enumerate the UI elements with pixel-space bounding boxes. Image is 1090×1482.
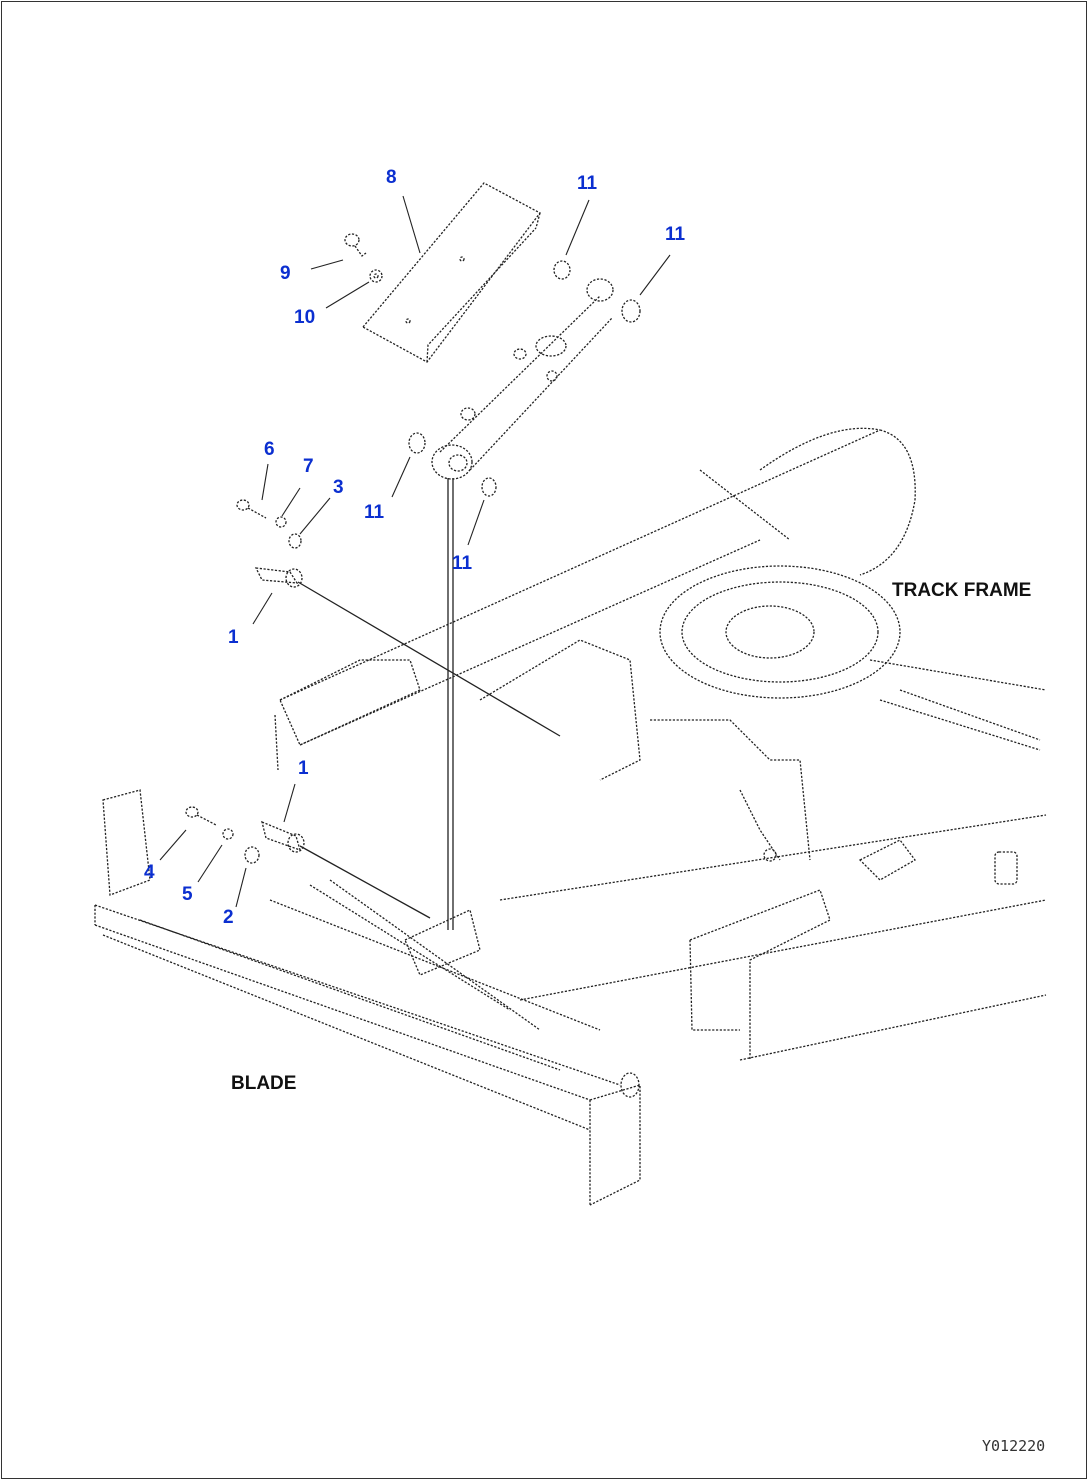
callout-2: 2	[223, 907, 234, 928]
callout-11: 11	[577, 173, 598, 194]
bushing-11-parts	[408, 260, 641, 497]
callout-11: 11	[364, 502, 385, 523]
callout-3: 3	[333, 477, 344, 498]
callout-5: 5	[182, 884, 193, 905]
washer-5	[222, 828, 234, 840]
assembly-line-diagonal	[297, 581, 561, 737]
blade	[94, 789, 641, 1206]
callout-10: 10	[294, 307, 315, 328]
callout-8: 8	[386, 167, 397, 188]
pin-1-lower	[261, 820, 305, 853]
washer-7	[275, 516, 287, 528]
plate-2	[244, 846, 260, 864]
bolt-4	[185, 806, 217, 826]
callout-4: 4	[144, 862, 155, 883]
callout-11: 11	[452, 553, 473, 574]
callout-7: 7	[303, 456, 314, 477]
track-frame	[274, 427, 1047, 1061]
blade-cylinder	[431, 278, 614, 480]
drawing-reference: Y012220	[982, 1437, 1045, 1455]
callout-6: 6	[264, 439, 275, 460]
leader-lines	[159, 195, 671, 908]
cover-plate-8	[361, 182, 541, 363]
label-track-frame: TRACK FRAME	[892, 580, 1031, 601]
plate-3	[288, 533, 302, 549]
callout-9: 9	[280, 263, 291, 284]
callout-11: 11	[665, 224, 686, 245]
callouts: 8 11 11 9 10 6 7 3 11 11 1 1 4 5 2	[144, 167, 686, 928]
callout-1: 1	[298, 758, 309, 779]
callout-1: 1	[228, 627, 239, 648]
bolt-6	[236, 499, 267, 519]
pin-1-upper	[254, 567, 303, 588]
assembly-line-lower	[299, 845, 431, 919]
washer-10	[369, 269, 383, 283]
bolt-9	[344, 233, 367, 257]
label-blade: BLADE	[231, 1073, 296, 1094]
